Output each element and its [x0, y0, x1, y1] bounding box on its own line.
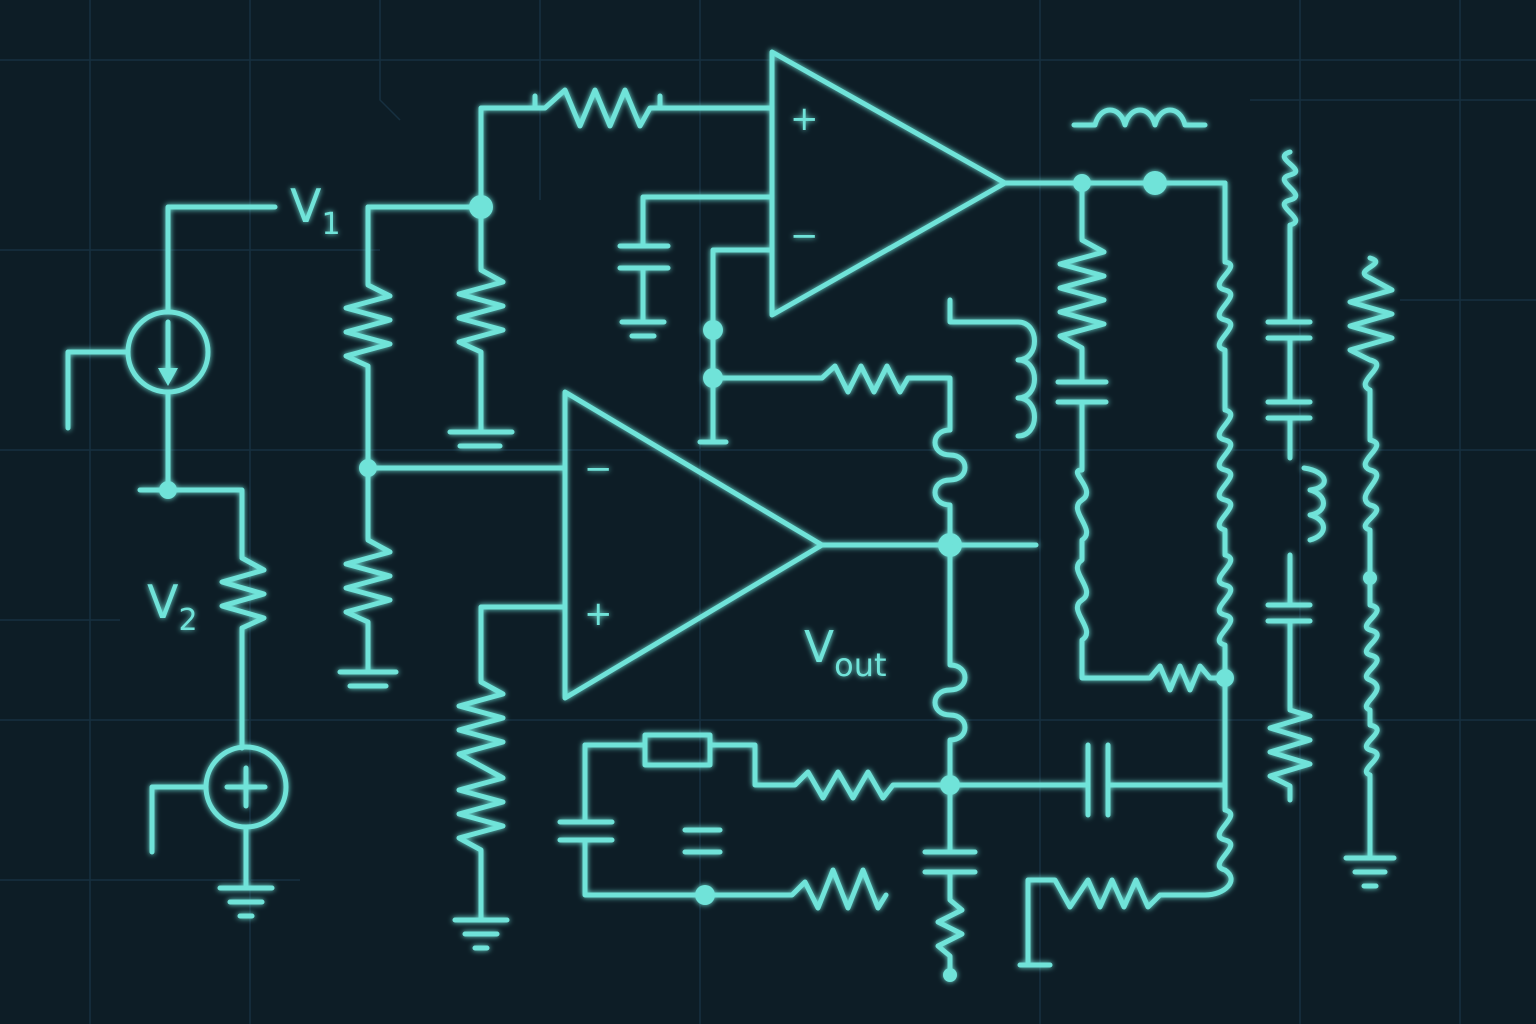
circuit: + − − + [65, 49, 1397, 982]
labels: V1 V2 Vout [147, 179, 887, 684]
label-v2: V2 [147, 575, 198, 638]
label-vout: Vout [804, 622, 887, 684]
right-network [1002, 107, 1234, 968]
label-v1: V1 [290, 179, 341, 242]
opamp-top: + − [617, 49, 1037, 548]
node-dot [159, 481, 177, 499]
node-dot [1143, 171, 1167, 195]
opamp-bottom: − + [452, 389, 1039, 951]
opamp-top-plus: + [790, 99, 819, 139]
opamp-top-minus: − [790, 216, 819, 256]
output-column [557, 542, 1228, 982]
opamp-bottom-minus: − [584, 449, 613, 489]
inductor-top-loop [947, 297, 1037, 439]
resistor-r-v2 [219, 555, 267, 751]
node-dot [943, 968, 957, 982]
input-divider [337, 87, 775, 689]
opamp-bottom-plus: + [584, 594, 613, 634]
right-chains [1265, 149, 1397, 889]
v2-branch [137, 481, 289, 919]
current-source [65, 204, 278, 493]
